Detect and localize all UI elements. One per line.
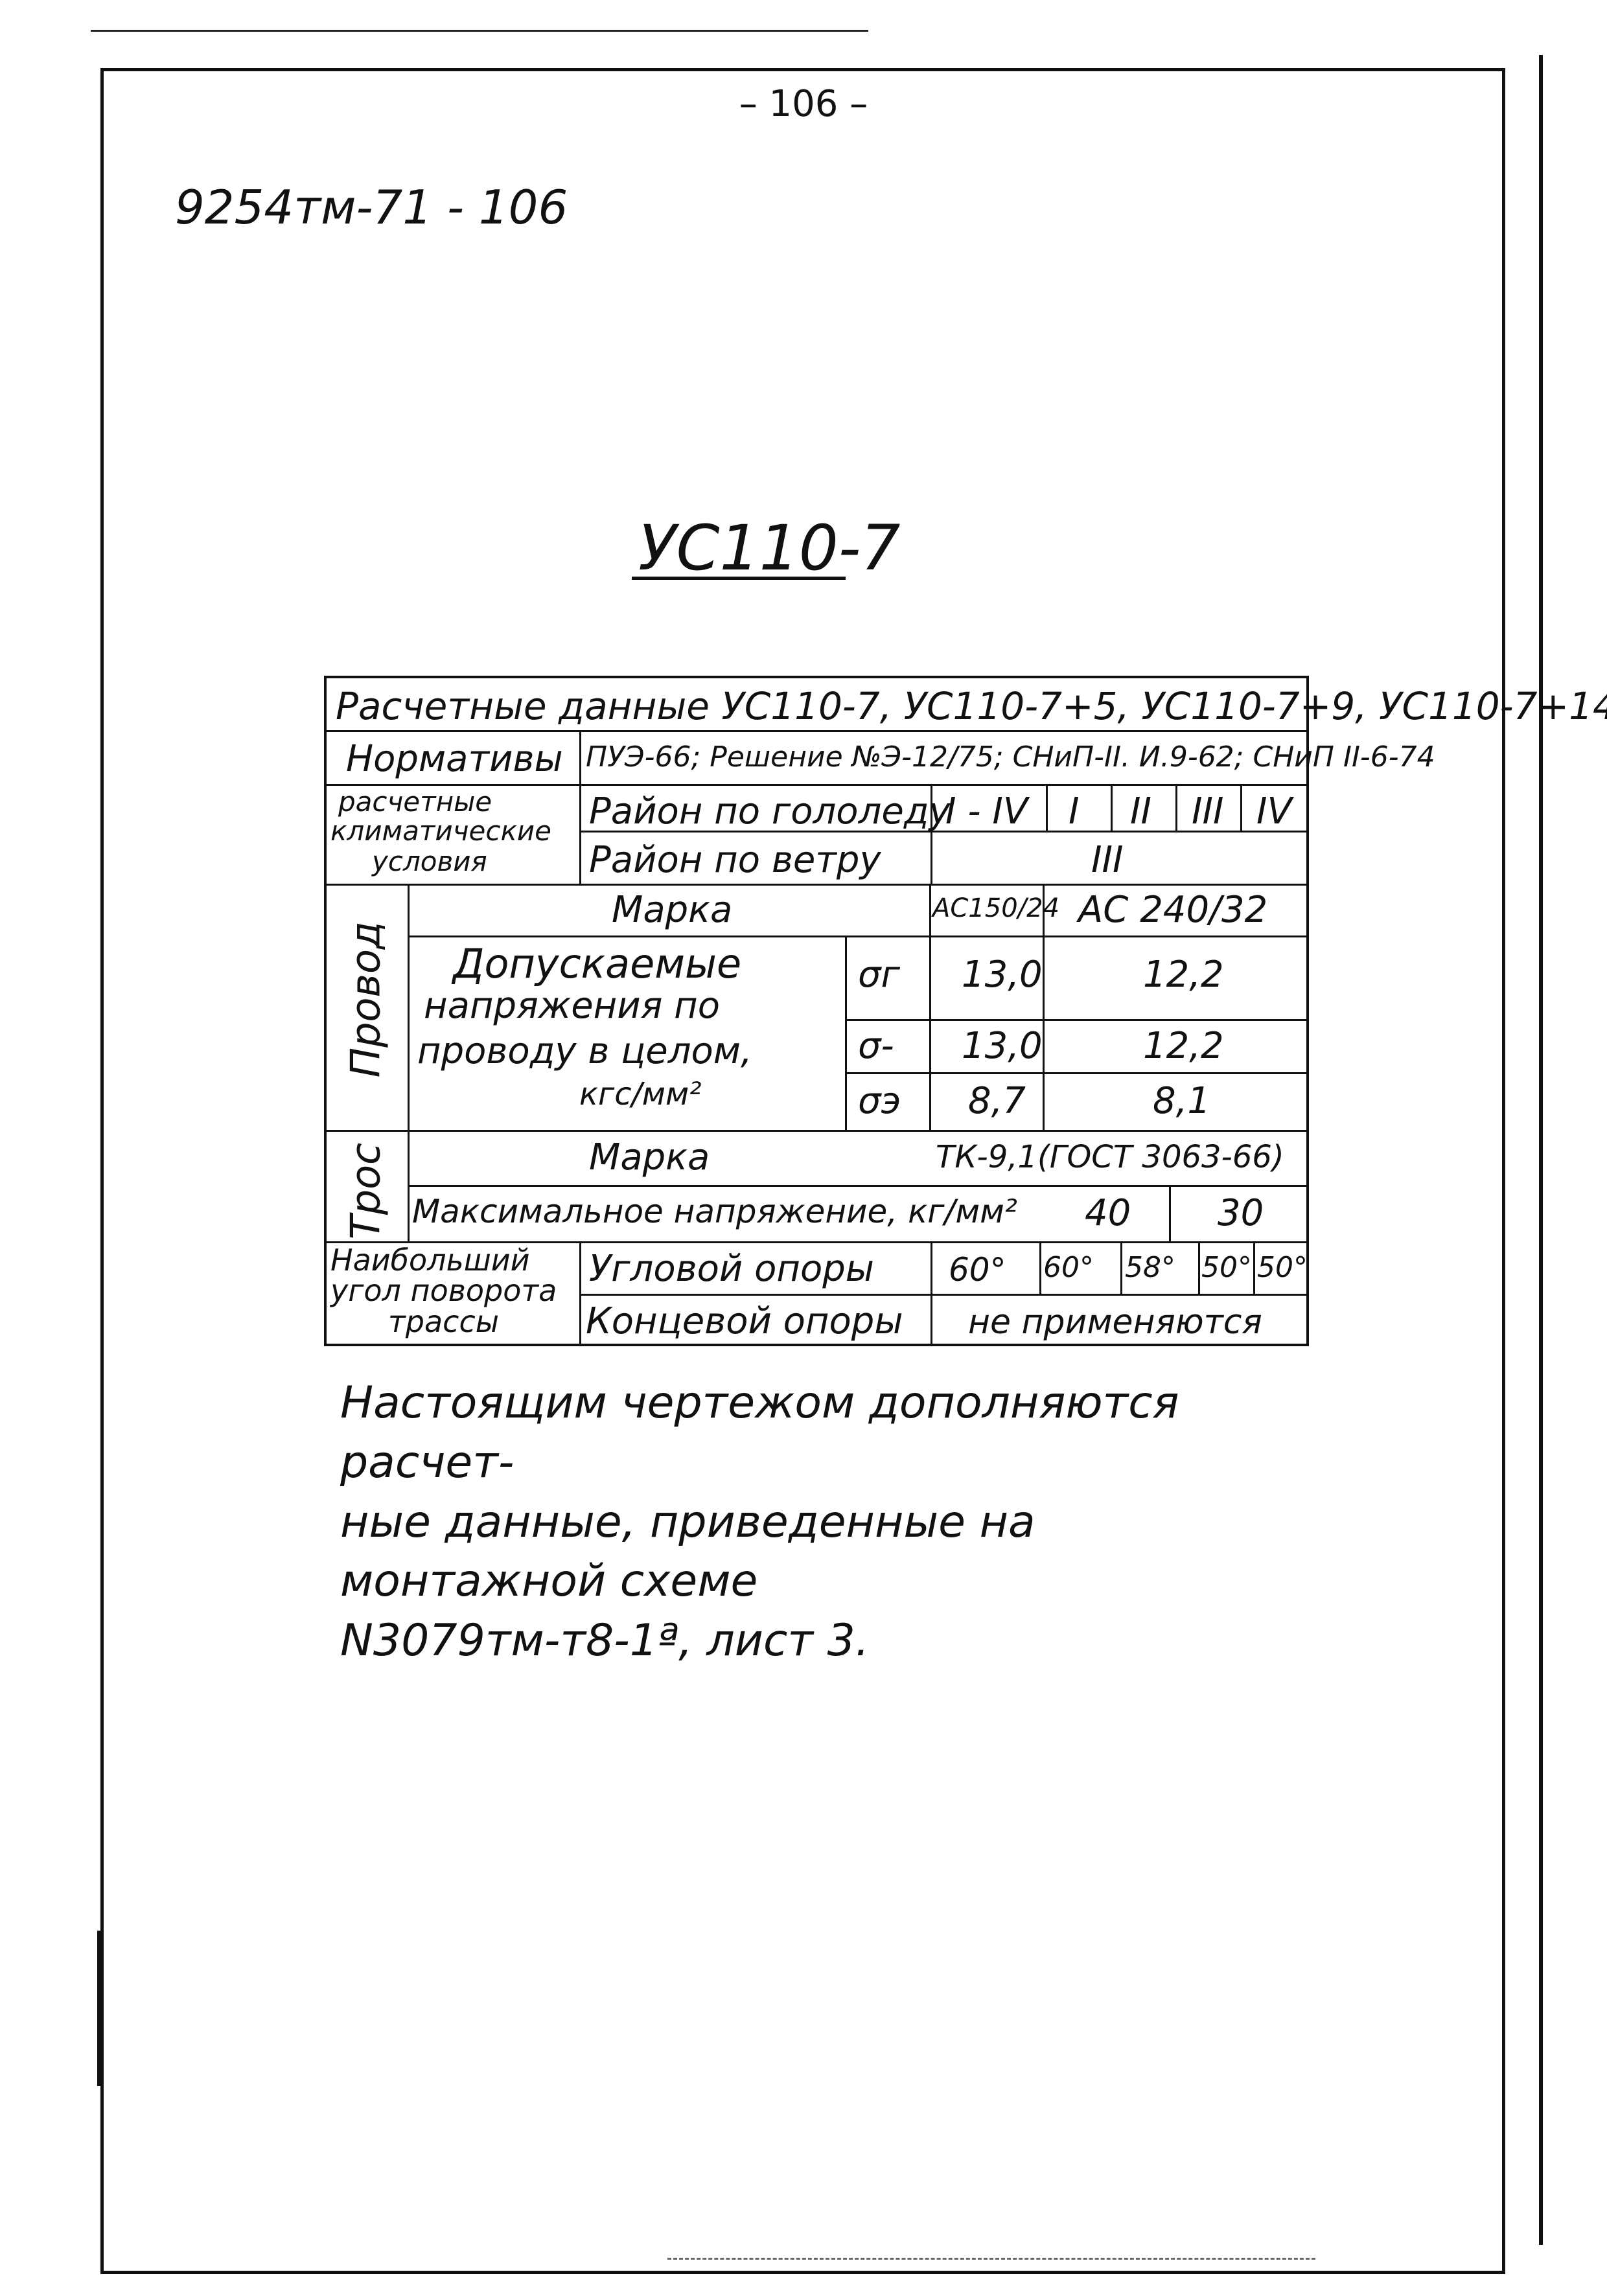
- col-line: [1039, 1241, 1041, 1294]
- climate-label-line: климатические: [330, 815, 551, 847]
- col-line: [845, 936, 847, 1130]
- col-line: [1198, 1241, 1200, 1294]
- wire-brand-1: АС150/24: [932, 893, 1060, 923]
- col-line: [1111, 784, 1113, 831]
- col-line: [408, 884, 410, 1241]
- row-line: [845, 1019, 1306, 1021]
- col-line: [931, 1241, 932, 1346]
- note-line: ные данные, приведенные на монтажной схе…: [340, 1496, 1035, 1607]
- col-line: [1046, 784, 1048, 831]
- scan-artifact-line: [667, 2258, 1315, 2260]
- left-scan-mark: [97, 1931, 101, 2086]
- ice-region-cell: I - IV: [945, 790, 1028, 832]
- cable-max-stress-value: 40: [1085, 1192, 1131, 1234]
- wire-brand-2: АС 240/32: [1078, 889, 1268, 931]
- wind-region-label: Район по ветру: [589, 839, 881, 881]
- ice-region-cell: III: [1192, 790, 1224, 832]
- corner-support-value: 58°: [1125, 1251, 1175, 1284]
- col-line: [1043, 884, 1045, 1130]
- angle-label-line: угол поворота: [330, 1273, 557, 1308]
- title-underline: [632, 577, 846, 580]
- col-line: [1175, 784, 1177, 831]
- wire-group-label: Провод: [341, 921, 389, 1078]
- note-line: Настоящим чертежом дополняются расчет-: [340, 1377, 1179, 1488]
- stress-label-line: кгс/мм²: [579, 1076, 702, 1112]
- end-support-value: не применяются: [968, 1303, 1262, 1342]
- row-line: [327, 784, 1306, 786]
- angle-label-line: трассы: [388, 1304, 500, 1339]
- stress-symbol: σг: [858, 954, 900, 996]
- corner-support-value: 50°: [1201, 1251, 1252, 1284]
- stress-label-line: Допускаемые: [453, 940, 742, 987]
- col-line: [929, 884, 931, 1130]
- col-line: [1169, 1185, 1171, 1241]
- col-line: [1120, 1241, 1122, 1294]
- row-line: [845, 1072, 1306, 1074]
- stress-value-2: 12,2: [1143, 954, 1224, 996]
- cable-max-stress-value: 30: [1218, 1192, 1264, 1234]
- corner-support-value: 60°: [949, 1251, 1006, 1289]
- stress-value-1: 13,0: [962, 954, 1043, 996]
- row-line: [327, 730, 1306, 732]
- note-text: Настоящим чертежом дополняются расчет- н…: [340, 1373, 1312, 1671]
- normatives-value: ПУЭ-66; Решение №Э-12/75; СНиП-II. И.9-6…: [586, 740, 1435, 774]
- col-line: [1240, 784, 1242, 831]
- document-code: 9254тм-71 - 106: [175, 180, 568, 235]
- row-line: [327, 1130, 1306, 1132]
- stress-value-2: 8,1: [1153, 1080, 1211, 1122]
- cable-brand-value: ТК-9,1(ГОСТ 3063-66): [936, 1139, 1284, 1175]
- stress-label-line: проводу в целом,: [417, 1030, 752, 1072]
- climate-label-line: расчетные: [338, 786, 492, 818]
- row-line: [579, 1294, 1306, 1296]
- angle-label-line: Наибольший: [330, 1243, 530, 1278]
- row-line: [408, 936, 1306, 937]
- cable-group-label: Трос: [341, 1142, 389, 1240]
- stress-value-1: 8,7: [968, 1080, 1026, 1122]
- corner-support-label: Угловой опоры: [589, 1248, 874, 1290]
- end-support-label: Концевой опоры: [586, 1300, 903, 1342]
- right-edge-line: [1539, 55, 1543, 2245]
- ice-region-label: Район по гололеду: [589, 790, 951, 832]
- page-number: – 106 –: [739, 83, 868, 125]
- row-line: [579, 831, 1306, 832]
- top-border-line: [91, 30, 868, 32]
- stress-label-line: напряжения по: [424, 985, 721, 1027]
- corner-support-value: 60°: [1043, 1251, 1094, 1284]
- drawing-title: УС110-7: [638, 512, 901, 584]
- wind-region-value: III: [1091, 839, 1124, 881]
- stress-value-1: 13,0: [962, 1025, 1043, 1067]
- climate-label-line: условия: [372, 845, 487, 877]
- stress-symbol: σэ: [858, 1080, 901, 1122]
- drawing-frame: [100, 68, 1505, 2274]
- table-header: Расчетные данные УС110-7, УС110-7+5, УС1…: [336, 684, 1607, 728]
- calculation-data-table: Расчетные данные УС110-7, УС110-7+5, УС1…: [324, 676, 1607, 1346]
- note-line: N3079тм-т8-1ª, лист 3.: [340, 1615, 870, 1667]
- ice-region-cell: I: [1069, 790, 1080, 832]
- col-line: [931, 784, 932, 884]
- corner-support-value: 50°: [1257, 1251, 1308, 1284]
- cable-brand-label: Марка: [589, 1136, 710, 1178]
- stress-value-2: 12,2: [1143, 1025, 1224, 1067]
- cable-max-stress-label: Максимальное напряжение, кг/мм²: [412, 1193, 1017, 1230]
- row-line: [408, 1185, 1306, 1187]
- ice-region-cell: II: [1130, 790, 1152, 832]
- stress-symbol: σ-: [858, 1025, 894, 1067]
- ice-region-cell: IV: [1256, 790, 1292, 832]
- col-line: [579, 730, 581, 884]
- col-line: [1253, 1241, 1255, 1294]
- row-line: [327, 1241, 1306, 1243]
- normatives-label: Нормативы: [346, 738, 563, 780]
- col-line: [579, 1241, 581, 1346]
- wire-brand-label: Марка: [612, 889, 733, 931]
- row-line: [327, 884, 1306, 886]
